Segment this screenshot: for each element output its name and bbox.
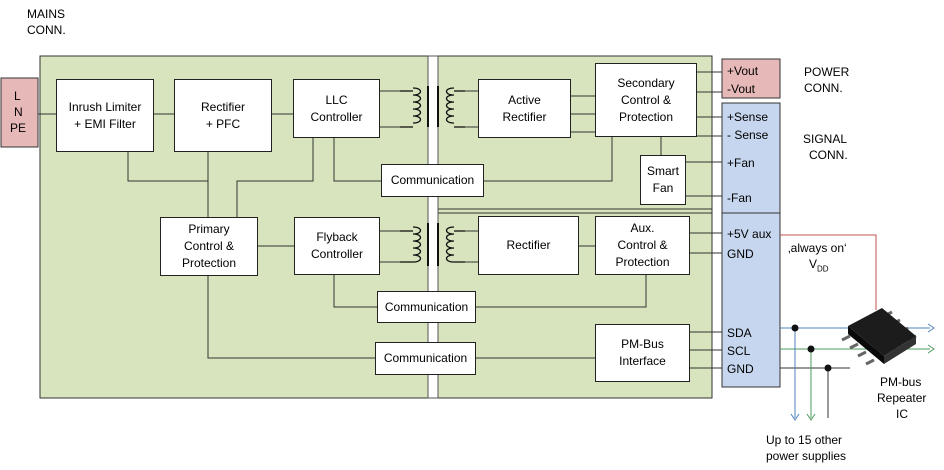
secondary-line-1: Secondary: [617, 75, 675, 90]
communication-2-label: Communication: [384, 299, 469, 314]
pmbus-interface-block: PM-Bus Interface: [595, 324, 690, 382]
pin-scl: SCL: [727, 344, 751, 358]
secondary-line-2: Control &: [620, 92, 672, 107]
active-rectifier-line-1: Active: [508, 92, 541, 107]
pin-sense-minus: - Sense: [727, 128, 769, 142]
power-conn-label-1: POWER: [804, 65, 850, 79]
primary-control-block: Primary Control & Protection: [160, 217, 258, 276]
mains-connector: [0, 77, 39, 148]
transformer-bottom-icon: [400, 223, 465, 266]
aux-control-block: Aux. Control & Protection: [595, 216, 690, 275]
smart-fan-line-2: Fan: [652, 181, 674, 195]
pin-vout-plus: +Vout: [727, 64, 759, 78]
signal-conn-label-2: CONN.: [809, 148, 848, 162]
repeater-label-3: IC: [896, 407, 908, 421]
primary-line-2: Control &: [183, 239, 235, 253]
pin-5v-aux: +5V aux: [727, 227, 772, 241]
aux-line-2: Control &: [617, 238, 668, 252]
pmbus-line-2: Interface: [619, 354, 666, 368]
pmbus-line-1: PM-Bus: [621, 337, 664, 351]
active-rectifier-block: Active Rectifier: [478, 79, 571, 138]
mains-conn-label-2: CONN.: [27, 23, 66, 37]
active-rectifier-line-2: Rectifier: [502, 109, 547, 124]
mains-pin-pe: PE: [10, 121, 27, 135]
vdd-sub: DD: [817, 264, 829, 274]
always-on-label: ‚always on‘: [788, 241, 847, 255]
aux-line-1: Aux.: [630, 221, 655, 235]
pin-fan-plus: +Fan: [727, 156, 755, 170]
rectifier-pfc-block: Rectifier + PFC: [174, 79, 272, 152]
signal-connector: [721, 102, 781, 388]
rectifier-label: Rectifier: [506, 238, 551, 252]
primary-line-1: Primary: [188, 222, 230, 236]
primary-line-3: Protection: [181, 256, 237, 270]
rectifier-block: Rectifier: [478, 216, 579, 275]
communication-3-label: Communication: [383, 351, 468, 365]
flyback-line-2: Controller: [310, 247, 364, 261]
vdd-label: VDD: [809, 256, 829, 277]
inrush-line-1: Inrush Limiter: [68, 99, 142, 114]
repeater-ic-icon: [841, 308, 917, 366]
communication-1-label: Communication: [390, 173, 475, 187]
pin-sense-plus: +Sense: [727, 110, 769, 124]
other-supplies-label-1: Up to 15 other: [766, 433, 843, 447]
pin-sda: SDA: [727, 326, 752, 340]
repeater-label-2: Repeater: [877, 391, 927, 405]
repeater-label-1: PM-bus: [880, 375, 922, 389]
mains-conn-label-1: MAINS: [27, 7, 66, 21]
signal-conn-label-1: SIGNAL: [803, 132, 848, 146]
llc-line-2: Controller: [310, 109, 363, 124]
pin-gnd-aux: GND: [727, 247, 754, 261]
smart-fan-block: Smart Fan: [640, 155, 686, 205]
llc-line-1: LLC: [325, 92, 348, 107]
inrush-limiter-block: Inrush Limiter + EMI Filter: [56, 79, 154, 152]
communication-block-3: Communication: [375, 342, 476, 375]
smart-fan-line-1: Smart: [646, 164, 679, 178]
pin-vout-minus: -Vout: [727, 82, 756, 96]
mains-pin-l: L: [14, 89, 21, 103]
aux-line-3: Protection: [615, 255, 670, 269]
transformer-top-icon: [400, 86, 465, 128]
rectifier-pfc-line-2: + PFC: [205, 116, 241, 131]
vdd-main: V: [809, 257, 818, 271]
power-connector: [721, 58, 781, 99]
mains-pin-n: N: [14, 105, 23, 119]
flyback-line-1: Flyback: [316, 230, 358, 244]
pin-fan-minus: -Fan: [727, 191, 752, 205]
power-conn-label-2: CONN.: [804, 81, 843, 95]
secondary-line-3: Protection: [618, 109, 674, 124]
llc-controller-block: LLC Controller: [293, 79, 380, 138]
secondary-control-block: Secondary Control & Protection: [595, 63, 697, 137]
inrush-line-2: + EMI Filter: [74, 116, 136, 131]
pin-gnd-bus: GND: [727, 362, 754, 376]
vdd-line: [780, 234, 877, 310]
communication-block-1: Communication: [381, 164, 484, 197]
rectifier-pfc-line-1: Rectifier: [200, 99, 245, 114]
communication-block-2: Communication: [377, 291, 476, 323]
flyback-controller-block: Flyback Controller: [294, 217, 380, 275]
other-supplies-label-2: power supplies: [766, 449, 847, 463]
